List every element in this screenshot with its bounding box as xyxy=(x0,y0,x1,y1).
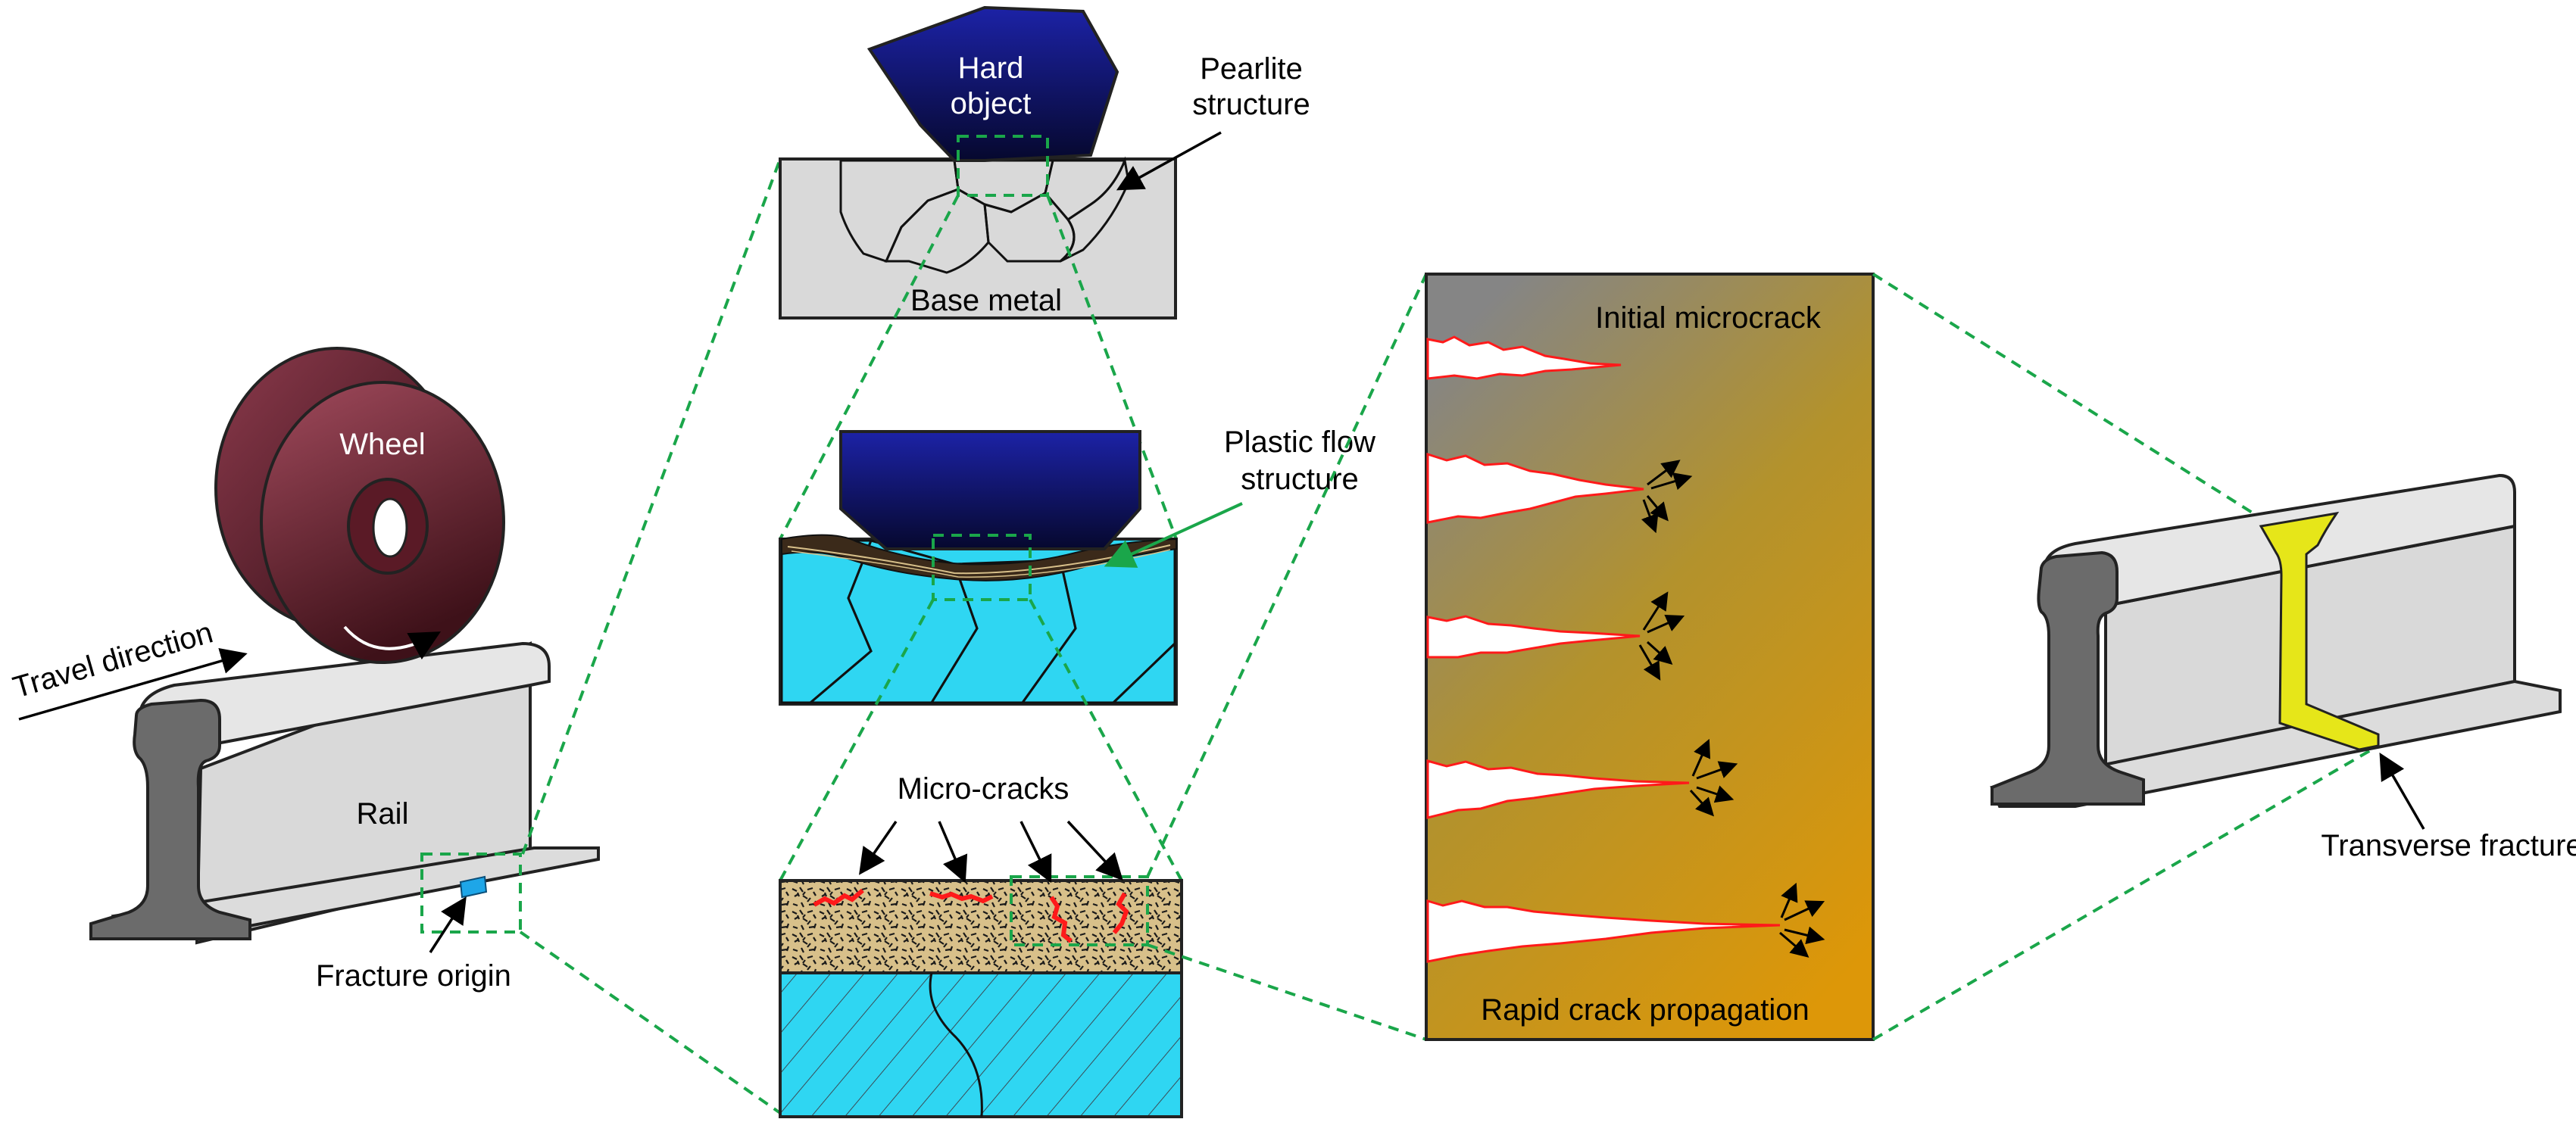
panel-hard-object: Hard object Base metal Pearlite structur… xyxy=(779,5,1310,320)
plastic-flow-label-line2: structure xyxy=(1241,463,1359,496)
initial-microcrack-label: Initial microcrack xyxy=(1595,301,1822,335)
zoom-line-upper-1 xyxy=(521,158,782,855)
micro-cracks-label: Micro-cracks xyxy=(898,772,1069,806)
micro-cracks-zoom-box xyxy=(1010,875,1149,946)
zoom-line-2b xyxy=(1046,195,1178,540)
plastic-flow-label-line1: Plastic flow xyxy=(1224,425,1375,459)
hard-object-shape xyxy=(866,5,1119,162)
wheel-label: Wheel xyxy=(339,428,425,461)
travel-direction-arrow-icon xyxy=(18,647,248,721)
crack-notch-1 xyxy=(1426,335,1622,380)
micro-crack-arrow-icon xyxy=(1066,820,1123,881)
pearlite-grain xyxy=(1060,156,1130,263)
zoom-line-lower-1 xyxy=(519,930,782,1114)
plastic-flow-zoom-box xyxy=(932,534,1032,601)
transverse-fracture-band xyxy=(2259,511,2380,751)
micro-crack xyxy=(813,888,864,907)
rail-end-profile xyxy=(89,698,251,940)
crack-notch-3 xyxy=(1426,615,1641,659)
micro-crack xyxy=(1049,896,1073,943)
crack-notch-5 xyxy=(1426,899,1781,963)
transverse-fracture-arrow-icon xyxy=(2379,752,2425,830)
base-metal-label: Base metal xyxy=(910,284,1062,317)
stress-arrows-4 xyxy=(1689,738,1738,817)
zoom-line-5a xyxy=(1872,273,2281,531)
crack-notch-2 xyxy=(1426,452,1644,524)
grain-boundary xyxy=(929,972,983,1118)
plastic-flow-layer xyxy=(781,534,1177,581)
zoom-line-5b xyxy=(1872,744,2380,1041)
hard-object-label-line2: object xyxy=(951,87,1032,120)
pearlite-arrow-icon xyxy=(1116,131,1222,191)
crack-notch-4 xyxy=(1426,759,1690,819)
rail-label: Rail xyxy=(357,797,409,831)
hard-object-label-line1: Hard xyxy=(958,51,1024,85)
stress-arrows-5 xyxy=(1779,882,1825,958)
transverse-fracture-label: Transverse fracture xyxy=(2321,829,2576,862)
rapid-crack-propagation-label: Rapid crack propagation xyxy=(1481,993,1809,1027)
hard-object-punch xyxy=(839,430,1141,550)
micro-crack xyxy=(1112,892,1129,934)
left-rail-assembly: Wheel Travel direction Rail Fracture ori… xyxy=(9,347,600,993)
fracture-origin-label: Fracture origin xyxy=(316,959,511,993)
panel-crack-propagation: Initial microcrack Rapid crack propagati… xyxy=(1425,273,1875,1041)
micro-crack-arrow-icon xyxy=(859,821,898,875)
pearlite-label-line1: Pearlite xyxy=(1200,52,1303,86)
fracture-origin-arrow-icon xyxy=(429,896,467,953)
stress-arrows-3 xyxy=(1638,591,1685,681)
panel-plastic-flow: Plastic flow structure xyxy=(779,425,1375,706)
panel-micro-cracks: Micro-cracks xyxy=(779,772,1183,1118)
right-rail-end-profile xyxy=(1991,550,2145,806)
zoom-line-2a xyxy=(779,195,960,540)
hard-object-zoom-box xyxy=(957,135,1049,197)
rotation-arrow-icon xyxy=(343,625,441,660)
micro-crack-arrow-icon xyxy=(938,821,968,884)
wheel-axle-hole xyxy=(372,497,408,558)
stress-arrows-2 xyxy=(1641,460,1693,534)
rail-head-top xyxy=(138,641,551,748)
zoom-line-4b xyxy=(1147,943,1427,1041)
plastic-flow-arrow-icon xyxy=(1104,502,1243,568)
micro-crack xyxy=(929,891,994,904)
pearlite-label-line2: structure xyxy=(1192,88,1310,121)
deformed-grain xyxy=(1110,641,1176,704)
zoom-line-4a xyxy=(1146,273,1428,877)
fracture-origin-zoom-box xyxy=(420,853,522,934)
right-rail-assembly: Transverse fracture xyxy=(1990,473,2576,862)
fracture-origin-spot xyxy=(459,875,488,899)
micro-crack-arrow-icon xyxy=(1019,821,1052,884)
